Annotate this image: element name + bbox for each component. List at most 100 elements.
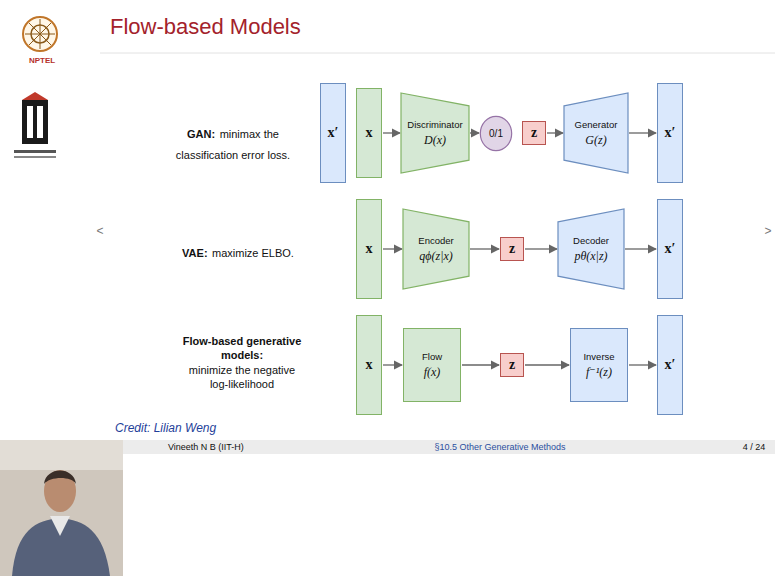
nav-arrow: < [94,224,106,240]
flow-arrow [462,364,499,365]
node-content: x [357,89,381,177]
node-content: z [523,122,545,144]
footer-bar [115,440,775,454]
decoder-trapezoid: Decoder pθ(x|z) [558,209,624,289]
encoder-trapezoid: Encoder qϕ(z|x) [403,209,469,289]
row-description: minimize the negative log-likelihood [180,363,304,392]
output-circle: 0/1 [480,116,512,151]
flow-arrow [470,248,499,249]
node-content: x′ [321,84,345,182]
row-heading: GAN: [187,128,215,140]
node-content: GeneratorG(z) [564,93,628,173]
label-group: 4 / 24 [736,442,772,454]
flow-arrow [547,132,563,133]
vector-symbol: z [509,241,515,257]
network-name: Decoder [573,235,609,246]
node-content: x′ [658,316,682,414]
node-content: z [501,354,523,376]
node-content: Decoder pθ(x|z) [558,209,624,289]
vector-symbol: 0/1 [489,128,503,139]
trapezoid-outline [564,93,628,173]
nav-arrow: > [762,224,774,240]
vector-symbol: x′ [328,125,339,141]
flow-arrow [383,364,402,365]
node-content: DiscriminatorD(x) [401,93,469,173]
vector-box: Flow f(x) [403,328,461,402]
network-function: f(x) [424,365,441,380]
node-content: x [357,316,381,414]
vector-box: z [522,121,546,145]
node-content: Flow f(x) [404,329,460,401]
label-group: Vineeth N B (IIT-H) [168,442,368,454]
vector-box: x′ [320,83,346,183]
flow-arrow [525,364,569,365]
network-name: Generator [575,119,618,130]
vector-box: x′ [657,315,683,415]
vector-box: z [500,237,524,261]
vector-box: z [500,353,524,377]
node-content: x′ [658,200,682,298]
row-heading: VAE: [182,247,207,259]
trapezoid-outline [403,209,469,289]
nptel-logo [23,17,57,51]
flow-arrow [383,132,400,133]
label-group: > [762,224,774,240]
flow-arrow [629,364,656,365]
vector-symbol: x′ [665,357,676,373]
network-function: D(x) [424,133,446,148]
flow-arrow [625,248,656,249]
decoder-trapezoid: GeneratorG(z) [564,93,628,173]
label-group: GAN: minimax the classification error lo… [162,123,304,165]
page-number: 4 / 24 [736,442,772,454]
network-name: Flow [422,351,442,362]
presenter-video [0,440,123,576]
vector-symbol: x′ [665,125,676,141]
flow-arrow [629,132,656,133]
network-name: Inverse [583,351,614,362]
network-name: Encoder [418,235,453,246]
node-content: x′ [658,84,682,182]
slide-caption: Credit: Lilian Weng [115,421,216,435]
footer-section: §10.5 Other Generative Methods [400,442,600,454]
vector-symbol: z [509,357,515,373]
slide-title: Flow-based Models [110,14,301,40]
vector-symbol: x [366,357,373,373]
label-group: §10.5 Other Generative Methods [400,442,600,454]
trapezoid-outline [558,209,624,289]
vector-box: x′ [657,199,683,299]
logo-text: NPTEL [20,56,64,66]
trapezoid-outline [401,93,469,173]
network-function: G(z) [585,133,606,148]
footer-author: Vineeth N B (IIT-H) [168,442,368,454]
network-name: Discriminator [407,119,462,130]
node-content: Encoder qϕ(z|x) [403,209,469,289]
label-group: < [94,224,106,240]
vector-symbol: x′ [665,241,676,257]
node-content: 0/1 [480,116,512,151]
encoder-trapezoid: DiscriminatorD(x) [401,93,469,173]
node-content: x [357,200,381,298]
vector-box: x [356,315,382,415]
header-rule [100,53,775,54]
vector-symbol: x [366,241,373,257]
vector-box: x [356,88,382,178]
network-function: f⁻¹(z) [586,365,612,380]
row-heading: Flow-based generative models: [180,334,304,363]
network-function: qϕ(z|x) [419,249,453,264]
flow-arrow [525,248,557,249]
network-function: pθ(x|z) [574,249,607,264]
vector-box: Inverse f⁻¹(z) [570,328,628,402]
iith-logo [14,92,56,158]
vector-symbol: z [531,125,537,141]
flow-arrow [383,248,402,249]
vector-box: x′ [657,83,683,183]
label-group: Flow-based generative models:minimize th… [180,334,304,391]
vector-symbol: x [366,125,373,141]
node-content: z [501,238,523,260]
label-group: VAE: maximize ELBO. [170,242,306,263]
row-description: maximize ELBO. [212,247,294,259]
vector-box: x [356,199,382,299]
flow-arrow [470,132,479,133]
